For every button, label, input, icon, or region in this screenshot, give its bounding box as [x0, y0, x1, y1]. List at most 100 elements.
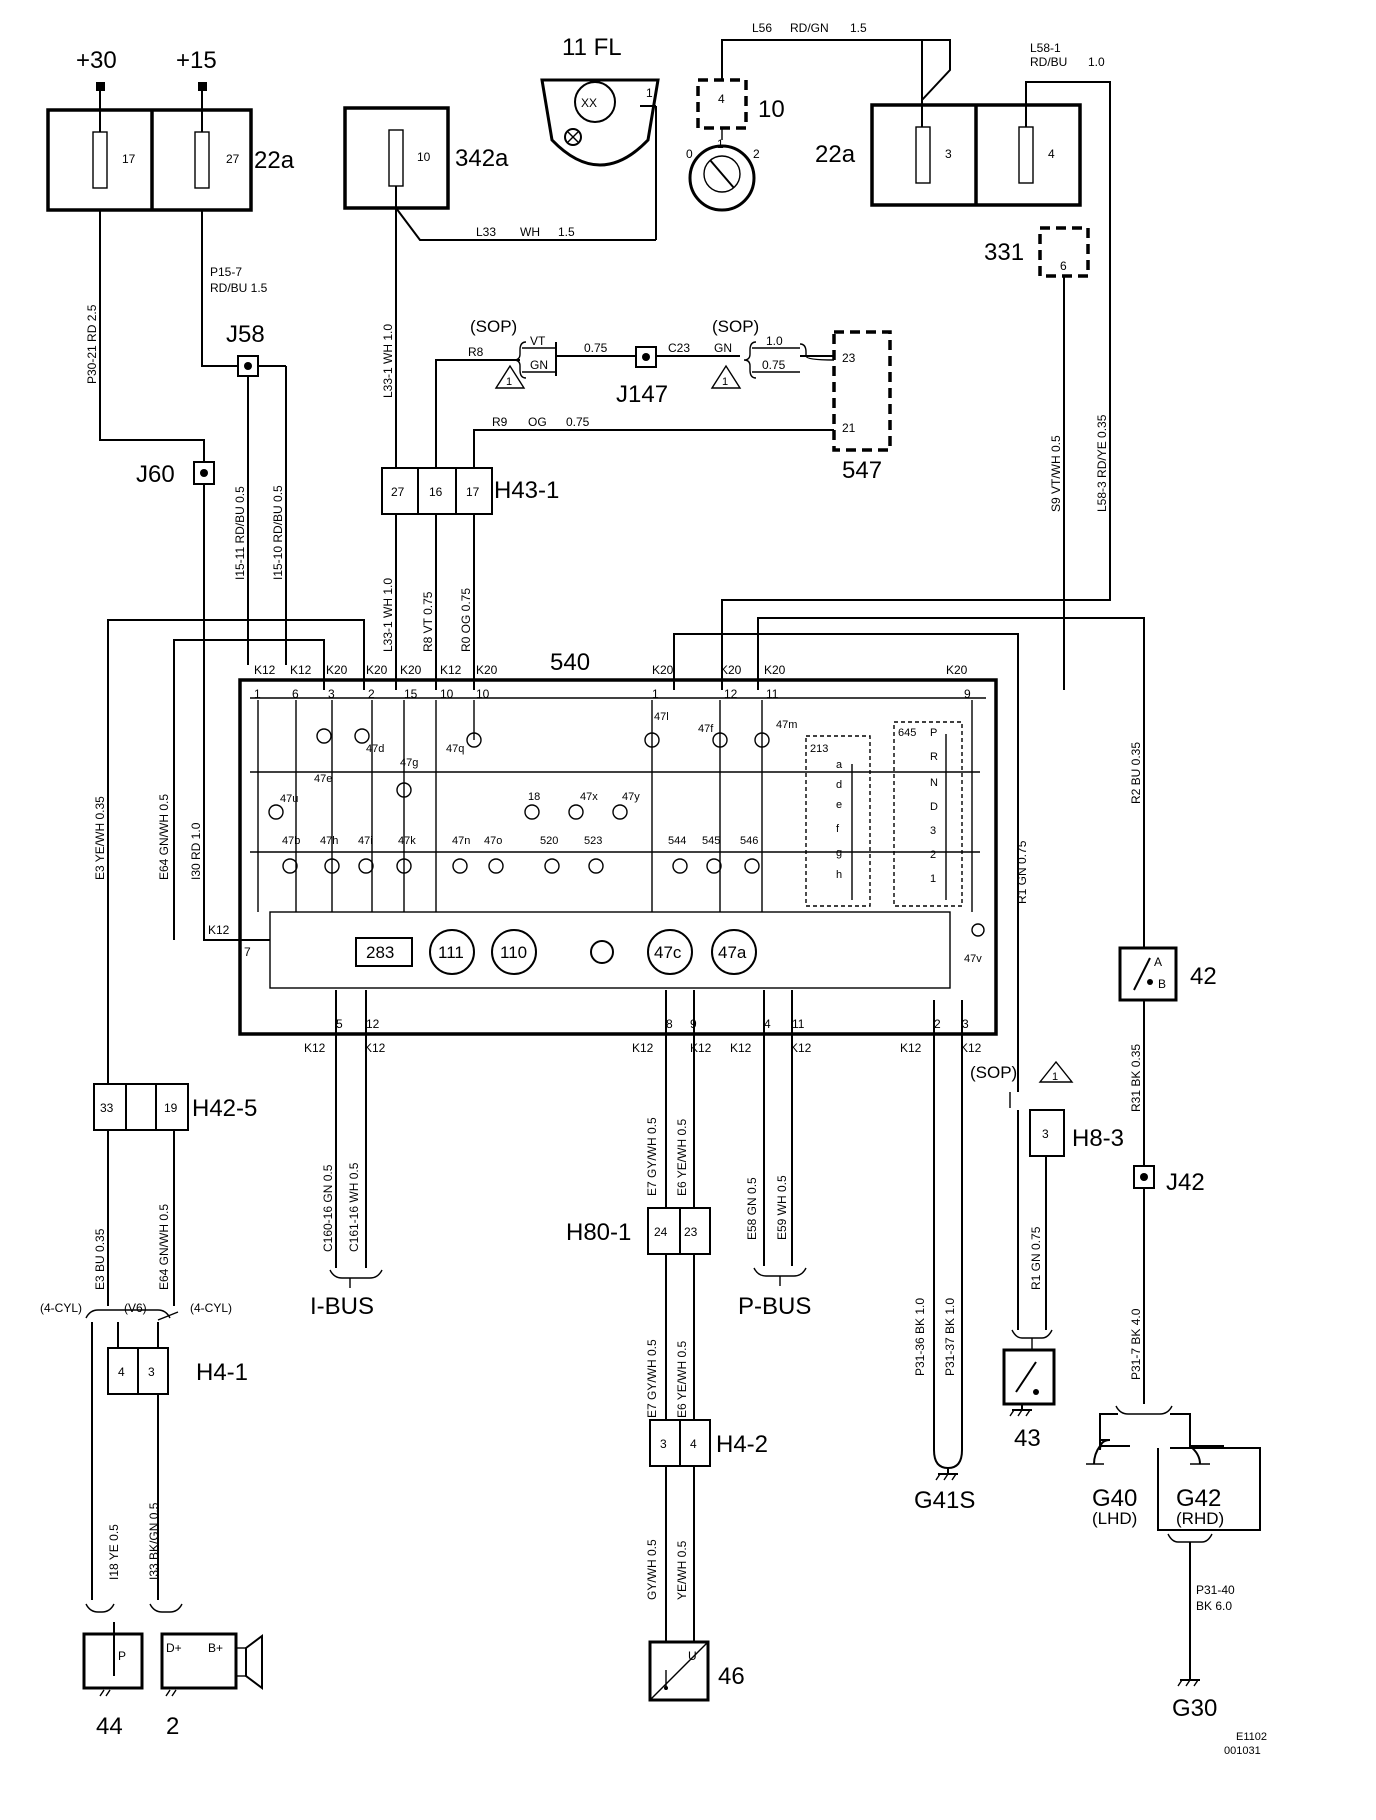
svg-text:GN: GN: [530, 358, 548, 372]
ignition-switch-10: 4 10 0 1 2: [686, 78, 785, 212]
connector-h42-5: 33 19 H42-5: [93, 1083, 257, 1306]
lhd-label: (LHD): [1092, 1509, 1137, 1528]
svg-text:U: U: [688, 1649, 697, 1663]
sop-r8: (SOP) VT GN 1: [470, 317, 557, 389]
junction-j147: J147: [616, 346, 668, 408]
c547-pin-23: 23: [842, 351, 856, 365]
svg-text:523: 523: [584, 835, 602, 847]
group-213: 213 a d e f g h: [805, 735, 871, 907]
switch-42: A B 42: [1118, 930, 1217, 1166]
svg-text:2: 2: [934, 1017, 941, 1031]
svg-text:3: 3: [962, 1017, 969, 1031]
svg-text:1: 1: [254, 687, 261, 701]
j58-label: J58: [226, 321, 265, 348]
svg-text:L58-3 RD/YE 0.35: L58-3 RD/YE 0.35: [1095, 414, 1109, 512]
svg-text:RD/BU 1.5: RD/BU 1.5: [210, 281, 268, 295]
lamp-11fl-label: 11 FL: [562, 34, 622, 61]
h4-1-label: H4-1: [196, 1359, 248, 1386]
c331-label: 331: [984, 239, 1024, 266]
svg-text:K20: K20: [652, 663, 674, 677]
svg-text:K12: K12: [960, 1041, 982, 1055]
svg-text:P31-7 BK 4.0: P31-7 BK 4.0: [1129, 1308, 1143, 1380]
c331-pin: 6: [1060, 259, 1067, 273]
svg-text:R8: R8: [468, 345, 484, 359]
g41s-label: G41S: [914, 1487, 975, 1514]
svg-text:47b: 47b: [282, 835, 300, 847]
svg-text:K20: K20: [326, 663, 348, 677]
svg-text:19: 19: [164, 1101, 178, 1115]
svg-text:47k: 47k: [398, 835, 416, 847]
j60-label: J60: [136, 461, 175, 488]
svg-text:24: 24: [654, 1225, 668, 1239]
svg-text:P31-37 BK 1.0: P31-37 BK 1.0: [943, 1298, 957, 1376]
fuse-4-label: 4: [1048, 147, 1055, 161]
h80-1-label: H80-1: [566, 1219, 631, 1246]
svg-text:17: 17: [466, 485, 480, 499]
svg-text:P31-36 BK 1.0: P31-36 BK 1.0: [913, 1298, 927, 1376]
ground-g41s: G41S: [914, 1000, 975, 1514]
svg-text:N: N: [930, 777, 938, 789]
g30-label: G30: [1172, 1695, 1217, 1722]
svg-text:9: 9: [964, 687, 971, 701]
connector-h80-1: 24 23 H80-1: [566, 990, 711, 1420]
svg-text:001031: 001031: [1224, 1745, 1261, 1757]
svg-text:1: 1: [506, 376, 512, 388]
svg-text:A: A: [1154, 955, 1162, 969]
svg-text:1: 1: [930, 873, 936, 885]
svg-text:d: d: [836, 779, 842, 791]
svg-text:RD/BU: RD/BU: [1030, 55, 1067, 69]
svg-text:L33: L33: [476, 225, 496, 239]
svg-text:C23: C23: [668, 341, 690, 355]
svg-text:520: 520: [540, 835, 558, 847]
ign-pos-1: 1: [717, 137, 724, 151]
svg-text:1.5: 1.5: [850, 21, 867, 35]
sensor-44-label: 44: [96, 1713, 123, 1740]
svg-text:P30-21 RD 2.5: P30-21 RD 2.5: [85, 304, 99, 384]
svg-text:C160-16 GN 0.5: C160-16 GN 0.5: [321, 1164, 335, 1252]
fusebox-22a-left: +30 +15 17 27 22a: [46, 47, 295, 212]
svg-text:544: 544: [668, 835, 686, 847]
svg-text:E6 YE/WH 0.5: E6 YE/WH 0.5: [675, 1119, 689, 1196]
svg-text:27: 27: [391, 485, 405, 499]
svg-text:11: 11: [766, 687, 779, 701]
svg-text:E7 GY/WH 0.5: E7 GY/WH 0.5: [645, 1117, 659, 1196]
svg-text:10: 10: [476, 687, 490, 701]
sop-c23: (SOP) 1.0 0.75 1: [710, 317, 835, 389]
svg-text:L56: L56: [752, 21, 772, 35]
lamp-row-a: 47e 47d 47g 47q 47l 47f 47m: [314, 711, 797, 798]
fusebox-342a: 10 342a: [343, 106, 509, 210]
svg-text:GY/WH 0.5: GY/WH 0.5: [645, 1539, 659, 1600]
svg-text:2: 2: [368, 687, 375, 701]
rhd-label: (RHD): [1176, 1509, 1224, 1528]
svg-text:11: 11: [792, 1017, 805, 1031]
switch-10-pin: 4: [718, 92, 725, 106]
svg-text:P31-40: P31-40: [1196, 1583, 1235, 1597]
svg-text:0.75: 0.75: [584, 341, 608, 355]
svg-text:283: 283: [366, 943, 394, 962]
svg-text:47f: 47f: [698, 723, 714, 735]
bus-i: I-BUS: [310, 990, 383, 1320]
svg-text:10: 10: [440, 687, 454, 701]
svg-text:47q: 47q: [446, 743, 464, 755]
svg-text:E3 YE/WH 0.35: E3 YE/WH 0.35: [93, 796, 107, 880]
svg-text:645: 645: [898, 727, 916, 739]
svg-text:D+: D+: [166, 1641, 182, 1655]
pbus-label: P-BUS: [738, 1293, 811, 1320]
svg-text:E6 YE/WH 0.5: E6 YE/WH 0.5: [675, 1341, 689, 1418]
switch-42-label: 42: [1190, 963, 1217, 990]
svg-text:a: a: [836, 759, 843, 771]
ign-pos-0: 0: [686, 147, 693, 161]
svg-text:0.75: 0.75: [566, 415, 590, 429]
supply-30-label: +30: [76, 47, 117, 74]
svg-text:K12: K12: [790, 1041, 812, 1055]
c547-pin-21: 21: [842, 421, 856, 435]
svg-text:47o: 47o: [484, 835, 502, 847]
lamp-row-c: 47b 47h 47i 47k 47n 47o 520 523 544 545 …: [282, 835, 760, 874]
svg-text:R9: R9: [492, 415, 508, 429]
svg-text:(4-CYL): (4-CYL): [40, 1301, 82, 1315]
g42-label: G42: [1176, 1485, 1221, 1512]
svg-text:(V6): (V6): [124, 1301, 147, 1315]
svg-text:(4-CYL): (4-CYL): [190, 1301, 232, 1315]
svg-text:33: 33: [100, 1101, 114, 1115]
component-331: 6 331: [984, 226, 1090, 278]
